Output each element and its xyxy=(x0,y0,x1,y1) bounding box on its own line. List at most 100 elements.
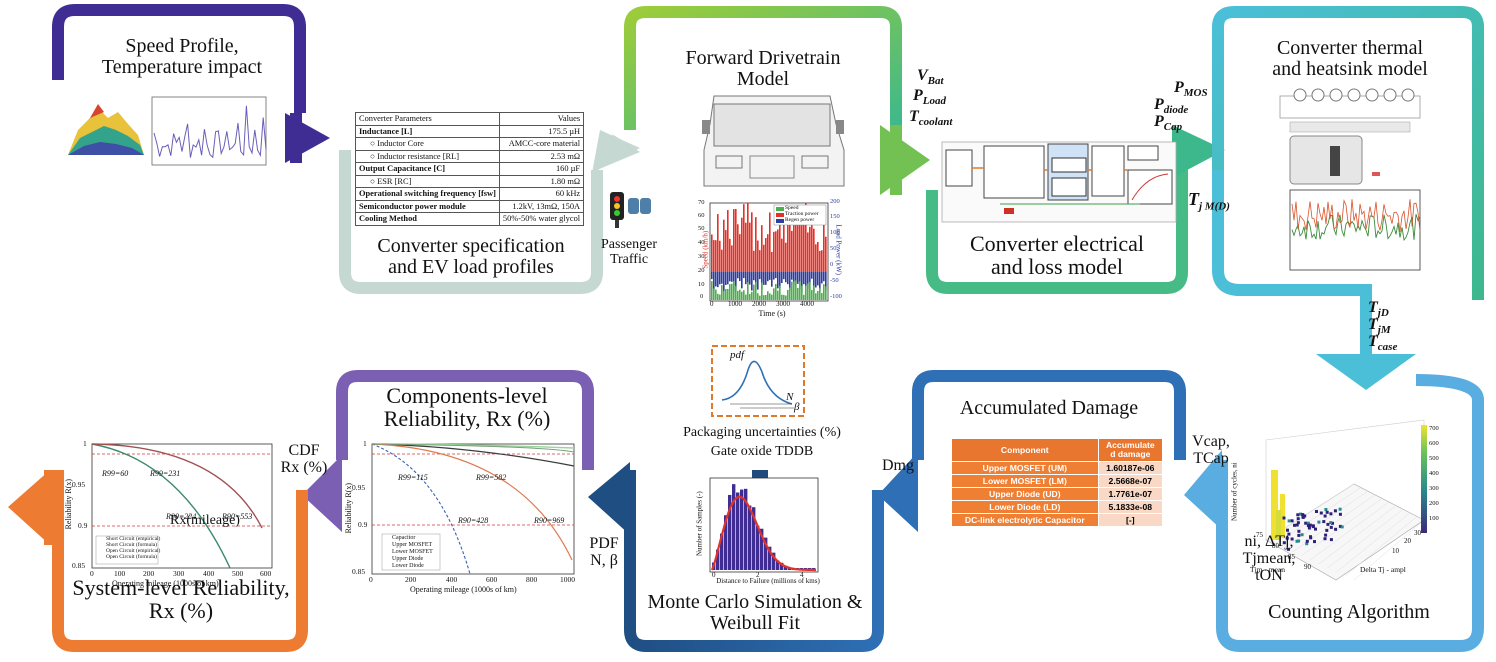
dt-regen-mark xyxy=(783,272,785,280)
cnt-xlabel: Tjm - mean xyxy=(1250,565,1285,574)
label-packaging: Packaging uncertainties (%) xyxy=(683,425,841,440)
dt-speed-mark xyxy=(777,290,779,300)
dt-speed-mark xyxy=(795,280,797,300)
dt-legend-2: Regen power xyxy=(785,217,815,223)
dt-regen-mark xyxy=(765,272,767,285)
arrow-montecarlo-to-components xyxy=(588,462,630,535)
cr-legend: Upper MOSFET xyxy=(392,542,433,548)
dt-regen-mark xyxy=(723,272,725,292)
label-cdf: CDF Rx (%) xyxy=(280,442,328,476)
label-vcap: Vcap, TCap xyxy=(1192,433,1230,467)
dt-ytick-left: 10 xyxy=(698,281,705,288)
arrow-drivetrain-to-electrical xyxy=(880,125,930,195)
cnt-gridline xyxy=(1318,505,1397,565)
dt-xtick: 0 xyxy=(710,300,714,308)
dt-ytick-left: 50 xyxy=(698,225,705,232)
cr-xtick: 1000 xyxy=(560,575,575,584)
cnt-cell xyxy=(1307,526,1311,530)
dt-traction-mark xyxy=(729,238,731,272)
dt-regen-mark xyxy=(759,272,761,280)
cnt-cell xyxy=(1300,533,1304,537)
dt-traction-mark xyxy=(771,251,773,272)
dt-traction-mark xyxy=(805,203,807,272)
cnt-cell xyxy=(1315,510,1318,513)
title-thermal: Converter thermal and heatsink model xyxy=(1272,37,1428,80)
dt-traction-mark xyxy=(735,208,737,272)
cnt-cell xyxy=(1295,523,1299,527)
cnt-xtick: 80 xyxy=(1272,542,1279,550)
wb-bar xyxy=(728,494,732,570)
cnt-cell xyxy=(1324,533,1328,537)
dt-traction-mark xyxy=(785,242,787,272)
temperature-line-plot xyxy=(151,96,267,166)
cnt-cell xyxy=(1331,521,1334,525)
dt-speed-mark xyxy=(789,287,791,300)
dt-speed-mark xyxy=(725,288,727,300)
wb-xlabel: Distance to Failure (millions of kms) xyxy=(716,577,820,585)
cnt-gridline xyxy=(1283,490,1369,549)
sr-xtick: 200 xyxy=(143,569,155,578)
dt-speed-mark xyxy=(797,288,799,300)
dt-regen-mark xyxy=(793,272,795,285)
cnt-cell xyxy=(1334,527,1338,531)
cnt-cell xyxy=(1309,535,1312,539)
dt-speed-mark xyxy=(733,281,735,300)
dt-ytick-left: 0 xyxy=(700,293,704,300)
dt-traction-mark xyxy=(821,250,823,272)
label-gate-oxide: Gate oxide TDDB xyxy=(710,444,814,459)
label-dmg: Dmg xyxy=(882,457,914,474)
dt-speed-mark xyxy=(807,283,809,300)
dt-traction-mark xyxy=(813,228,815,272)
cnt-cell xyxy=(1338,507,1342,511)
dt-regen-mark xyxy=(807,272,809,289)
dt-traction-mark xyxy=(819,250,821,272)
cr-xtick: 200 xyxy=(405,575,417,584)
wb-bar xyxy=(720,533,724,570)
dt-speed-mark xyxy=(741,291,743,300)
dt-speed-mark xyxy=(817,290,819,300)
dt-regen-mark xyxy=(769,272,771,280)
param-name: ○ ESR [RC] xyxy=(355,174,500,188)
dt-regen-mark xyxy=(717,272,719,288)
cnt-cell xyxy=(1329,525,1333,529)
dt-regen-mark xyxy=(713,272,715,291)
title-damage: Accumulated Damage xyxy=(959,397,1139,419)
wb-bar xyxy=(768,546,772,570)
dt-speed-mark xyxy=(735,285,737,300)
cbar-tick: 100 xyxy=(1429,515,1439,522)
dt-traction-mark xyxy=(793,218,795,272)
cnt-gridline xyxy=(1327,509,1404,569)
dt-traction-mark xyxy=(727,210,729,272)
dt-traction-mark xyxy=(777,229,779,272)
frame-thermal xyxy=(1212,6,1484,300)
dt-speed-mark xyxy=(821,293,823,300)
cnt-cell xyxy=(1314,527,1317,531)
cnt-cell xyxy=(1317,520,1321,524)
cnt-cell xyxy=(1333,509,1337,513)
dt-traction-mark xyxy=(769,212,771,272)
cars-icon xyxy=(628,198,651,214)
dt-traction-mark xyxy=(719,240,721,272)
cnt-cell xyxy=(1329,512,1333,516)
cnt-ztick: 10 xyxy=(1392,547,1399,555)
cr-annotation: R99=582 xyxy=(476,473,507,482)
dt-regen-mark xyxy=(799,272,801,290)
dt-regen-mark xyxy=(795,272,797,285)
dt-regen-mark xyxy=(781,272,783,284)
dt-speed-mark xyxy=(747,282,749,300)
cr-xlabel: Operating mileage (1000s of km) xyxy=(410,585,517,594)
legend-dt xyxy=(773,204,827,226)
dt-regen-mark xyxy=(825,272,827,291)
dt-regen-mark xyxy=(811,272,813,279)
dt-speed-mark xyxy=(773,288,775,300)
param-header-name: Converter Parameters xyxy=(355,112,500,126)
cr-legend: Upper Diode xyxy=(392,556,424,562)
dt-regen-mark xyxy=(715,272,717,287)
arrow-counting-to-damage xyxy=(1184,450,1222,530)
cnt-cell xyxy=(1287,532,1291,536)
dt-speed-mark xyxy=(815,293,817,300)
cnt-cell xyxy=(1301,515,1305,519)
cnt-cell xyxy=(1313,540,1316,544)
dt-speed-mark xyxy=(743,290,745,300)
